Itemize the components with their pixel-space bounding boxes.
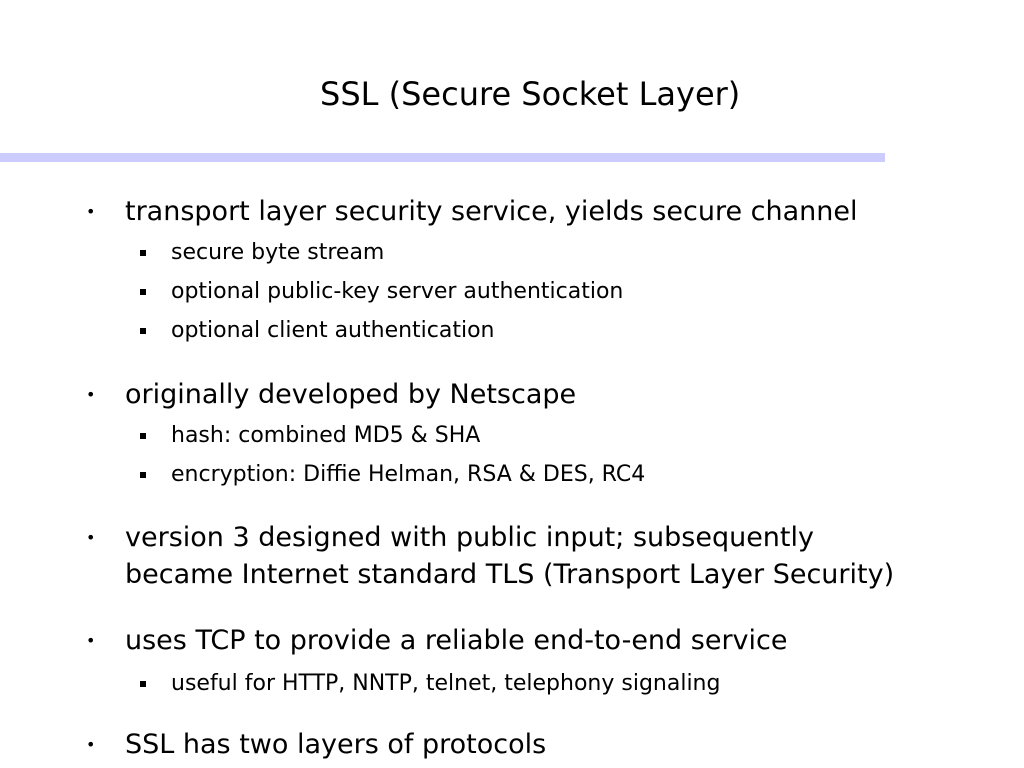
bullet-text-line: became Internet standard TLS (Transport … — [125, 559, 895, 590]
bullet-marker: • — [86, 735, 96, 754]
sub-bullet-marker — [140, 250, 146, 256]
sub-bullet-marker — [140, 289, 146, 295]
sub-bullet-text: hash: combined MD5 & SHA — [171, 423, 481, 448]
bullet-marker: • — [86, 631, 96, 650]
bullet-text: uses TCP to provide a reliable end-to-en… — [125, 625, 788, 656]
bullet-text: transport layer security service, yields… — [125, 196, 858, 227]
sub-bullet-text: optional client authentication — [171, 318, 495, 343]
bullet-text-line: version 3 designed with public input; su… — [125, 522, 814, 553]
sub-bullet-marker — [140, 433, 146, 439]
bullet-marker: • — [86, 202, 96, 221]
bullet-text: originally developed by Netscape — [125, 379, 577, 410]
slide-title: SSL (Secure Socket Layer) — [320, 75, 741, 113]
bullet-marker: • — [86, 385, 96, 404]
sub-bullet-marker — [140, 328, 146, 334]
sub-bullet-marker — [140, 472, 146, 478]
title-underline — [0, 153, 885, 162]
bullet-marker: • — [86, 528, 96, 547]
sub-bullet-text: optional public-key server authenticatio… — [171, 279, 624, 304]
sub-bullet-marker — [140, 681, 146, 687]
sub-bullet-text: secure byte stream — [171, 240, 385, 265]
sub-bullet-text: encryption: Diffie Helman, RSA & DES, RC… — [171, 462, 646, 487]
bullet-text: SSL has two layers of protocols — [125, 729, 547, 760]
sub-bullet-text: useful for HTTP, NNTP, telnet, telephony… — [171, 671, 721, 696]
